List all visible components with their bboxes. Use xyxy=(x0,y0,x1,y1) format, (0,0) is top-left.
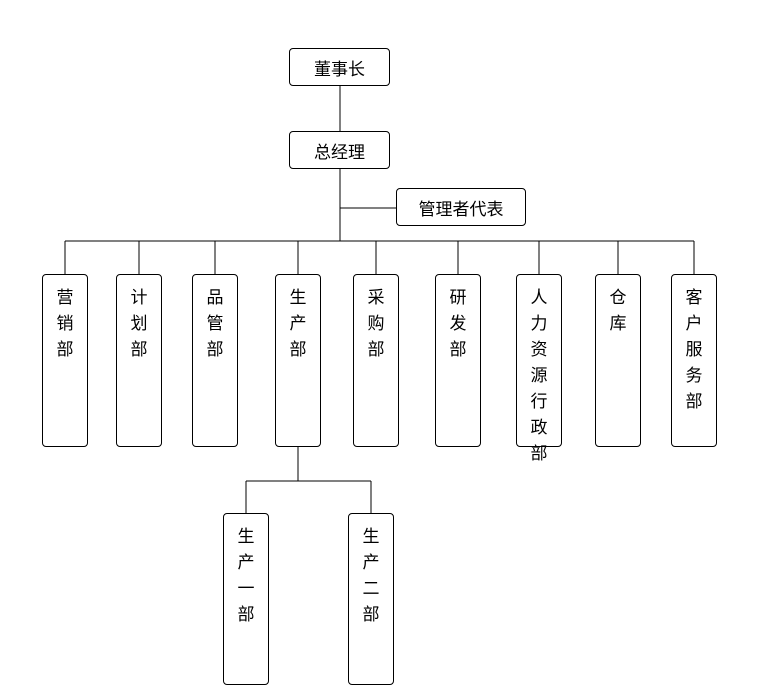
subdept-production-2-box: 生产二部 xyxy=(348,513,394,685)
dept-warehouse-box: 仓库 xyxy=(595,274,641,447)
chairman-box: 董事长 xyxy=(289,48,390,86)
dept-customer-service-label: 客户服务部 xyxy=(685,288,703,412)
subdept-production-1-label: 生产一部 xyxy=(237,527,255,625)
management-rep-label: 管理者代表 xyxy=(418,199,504,220)
subdept-production-1-box: 生产一部 xyxy=(223,513,269,685)
dept-purchasing-label: 采购部 xyxy=(367,288,385,360)
chairman-label: 董事长 xyxy=(314,59,365,80)
dept-warehouse-label: 仓库 xyxy=(609,288,627,334)
dept-hr-admin-label: 人力资源行政部 xyxy=(530,288,548,464)
dept-planning-box: 计划部 xyxy=(116,274,162,447)
dept-rnd-label: 研发部 xyxy=(449,288,467,360)
dept-production-label: 生产部 xyxy=(289,288,307,360)
dept-purchasing-box: 采购部 xyxy=(353,274,399,447)
dept-quality-box: 品管部 xyxy=(192,274,238,447)
general-manager-box: 总经理 xyxy=(289,131,390,169)
dept-customer-service-box: 客户服务部 xyxy=(671,274,717,447)
general-manager-label: 总经理 xyxy=(314,142,365,163)
dept-rnd-box: 研发部 xyxy=(435,274,481,447)
dept-quality-label: 品管部 xyxy=(206,288,224,360)
dept-marketing-box: 营销部 xyxy=(42,274,88,447)
dept-planning-label: 计划部 xyxy=(130,288,148,360)
management-rep-box: 管理者代表 xyxy=(396,188,526,226)
subdept-production-2-label: 生产二部 xyxy=(362,527,380,625)
dept-production-box: 生产部 xyxy=(275,274,321,447)
dept-hr-admin-box: 人力资源行政部 xyxy=(516,274,562,464)
dept-marketing-label: 营销部 xyxy=(56,288,74,360)
